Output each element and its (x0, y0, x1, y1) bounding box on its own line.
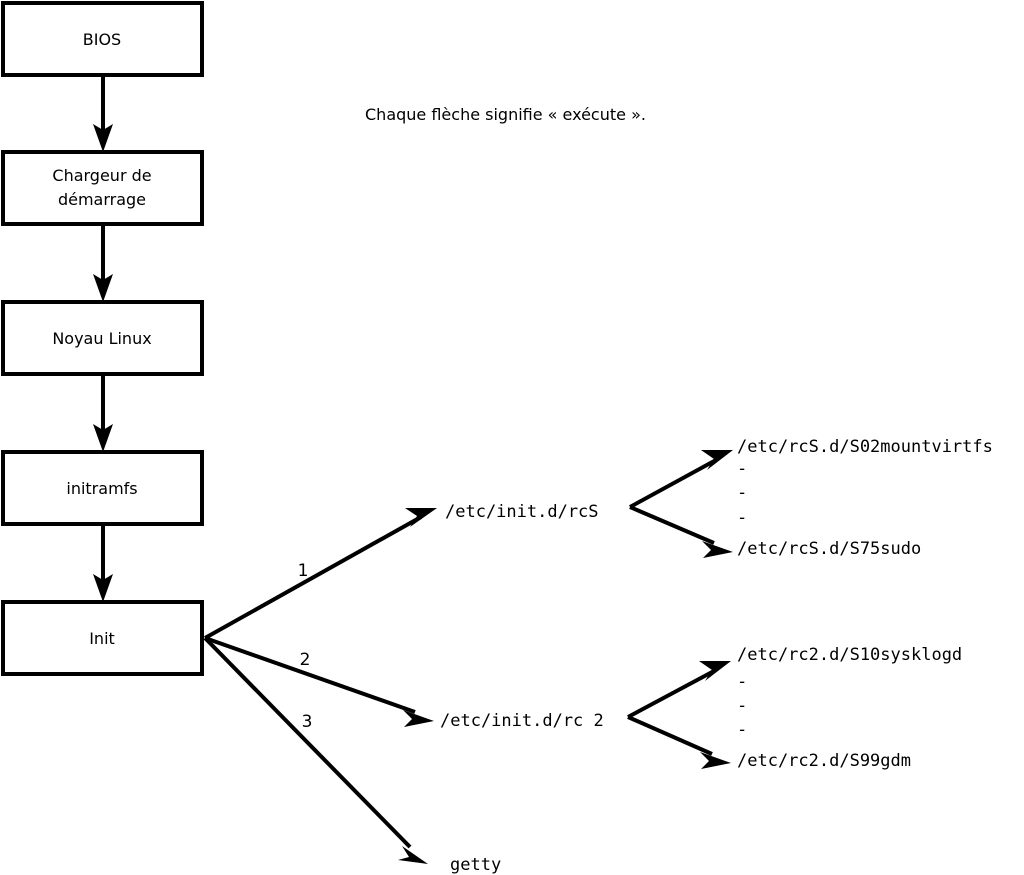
edge-init-to-rc2-line (204, 636, 416, 714)
node-init[interactable]: Init (1, 600, 204, 676)
edge-rcs-to-last-script-line (629, 505, 715, 545)
edge-rcs-to-last-script-arrowhead (702, 541, 733, 558)
node-bios-rect (1, 1, 204, 77)
rcs-ellipsis-dash-3: - (737, 508, 747, 528)
label-rcs-first-script: /etc/rcS.d/S02mountvirtfs (737, 437, 993, 457)
node-kernel[interactable]: Noyau Linux (1, 300, 204, 376)
edge-init-to-rc2-arrowhead (403, 710, 434, 727)
edge-rcs-to-last-script (629, 505, 733, 558)
node-bootloader-rect (1, 150, 204, 226)
edge-rc2-to-first-script-line (627, 669, 715, 719)
branch-number-3: 3 (302, 712, 313, 732)
edge-rc2-to-last-script-line (627, 715, 713, 756)
node-bios[interactable]: BIOS (1, 1, 204, 77)
rc2-ellipsis-dash-3: - (737, 720, 747, 740)
node-bios-label: BIOS (83, 30, 121, 49)
node-initramfs-rect (1, 450, 204, 526)
edge-initramfs-to-init (93, 524, 113, 602)
node-bootloader-label-line2: démarrage (58, 190, 146, 209)
branch-number-1: 1 (298, 561, 309, 581)
branch-number-2: 2 (300, 650, 311, 670)
label-rc2-first-script: /etc/rc2.d/S10sysklogd (737, 645, 962, 665)
edge-init-to-getty (203, 636, 428, 864)
rc2-ellipsis-dash-1: - (737, 672, 747, 692)
rcs-ellipsis-dash-1: - (737, 459, 747, 479)
node-kernel-label: Noyau Linux (52, 329, 151, 348)
edge-init-to-getty-line (203, 636, 412, 849)
edge-init-to-rc2 (204, 636, 434, 727)
edge-init-to-getty-arrowhead (398, 846, 428, 864)
node-init-label: Init (89, 629, 115, 648)
edge-kernel-to-initramfs (93, 374, 113, 452)
label-etc-initd-rcs: /etc/init.d/rcS (445, 502, 599, 522)
edge-bootloader-to-kernel (93, 224, 113, 302)
node-bootloader-label-line1: Chargeur de (52, 166, 151, 185)
rc2-ellipsis-dash-2: - (737, 696, 747, 716)
node-initramfs-label: initramfs (66, 479, 137, 498)
label-rc2-last-script: /etc/rc2.d/S99gdm (737, 751, 911, 771)
edge-rcs-to-first-script-line (629, 458, 717, 509)
edge-init-to-rcs-line (204, 515, 422, 640)
rcs-ellipsis-dash-2: - (737, 483, 747, 503)
node-bootloader[interactable]: Chargeur de démarrage (1, 150, 204, 226)
edge-init-to-rcs-arrowhead (405, 508, 437, 527)
label-rcs-last-script: /etc/rcS.d/S75sudo (737, 539, 921, 559)
edge-bios-to-bootloader-arrowhead (93, 124, 113, 152)
edge-rc2-to-first-script-arrowhead (699, 661, 731, 681)
edge-rc2-to-first-script (627, 661, 731, 719)
node-initramfs[interactable]: initramfs (1, 450, 204, 526)
edge-initramfs-to-init-arrowhead (93, 574, 113, 602)
edge-kernel-to-initramfs-arrowhead (93, 424, 113, 452)
edge-rc2-to-last-script-arrowhead (700, 752, 731, 769)
edge-rcs-to-first-script-arrowhead (701, 450, 733, 470)
caption-arrow-meaning: Chaque flèche signifie « exécute ». (365, 105, 646, 124)
edge-rcs-to-first-script (629, 450, 733, 509)
label-etc-initd-rc2: /etc/init.d/rc 2 (440, 711, 604, 731)
edge-bios-to-bootloader (93, 75, 113, 152)
edge-init-to-rcs (204, 508, 437, 640)
label-getty: getty (450, 855, 501, 875)
node-init-rect (1, 600, 204, 676)
edge-bootloader-to-kernel-arrowhead (93, 274, 113, 302)
edge-rc2-to-last-script (627, 715, 731, 769)
